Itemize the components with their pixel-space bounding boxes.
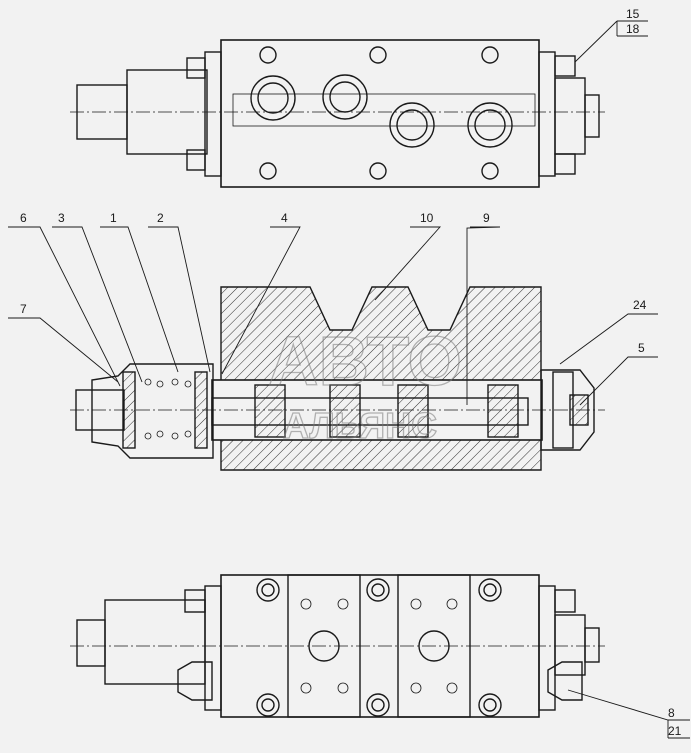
callout-8: 8 [668,706,675,720]
callout-18: 18 [626,22,640,36]
callout-7: 7 [20,302,27,316]
callout-6: 6 [20,211,27,225]
callout-4: 4 [281,211,288,225]
callout-21: 21 [668,724,682,738]
section-view [70,286,605,471]
spring [144,378,192,440]
watermark-bottom-text: АЛЬЯНС [283,405,437,446]
callout-2: 2 [157,211,164,225]
top-view [70,39,605,188]
callout-5: 5 [638,341,645,355]
callout-1: 1 [110,211,117,225]
watermark: АВТО АЛЬЯНС [267,321,462,446]
callout-15: 15 [626,7,640,21]
callout-3: 3 [58,211,65,225]
watermark-top-text: АВТО [268,322,462,400]
callouts: 15 18 6 3 1 2 4 10 9 7 24 5 8 21 [8,7,690,739]
callout-24: 24 [633,298,647,312]
callout-10: 10 [420,211,434,225]
bottom-view [70,574,605,718]
callout-9: 9 [483,211,490,225]
